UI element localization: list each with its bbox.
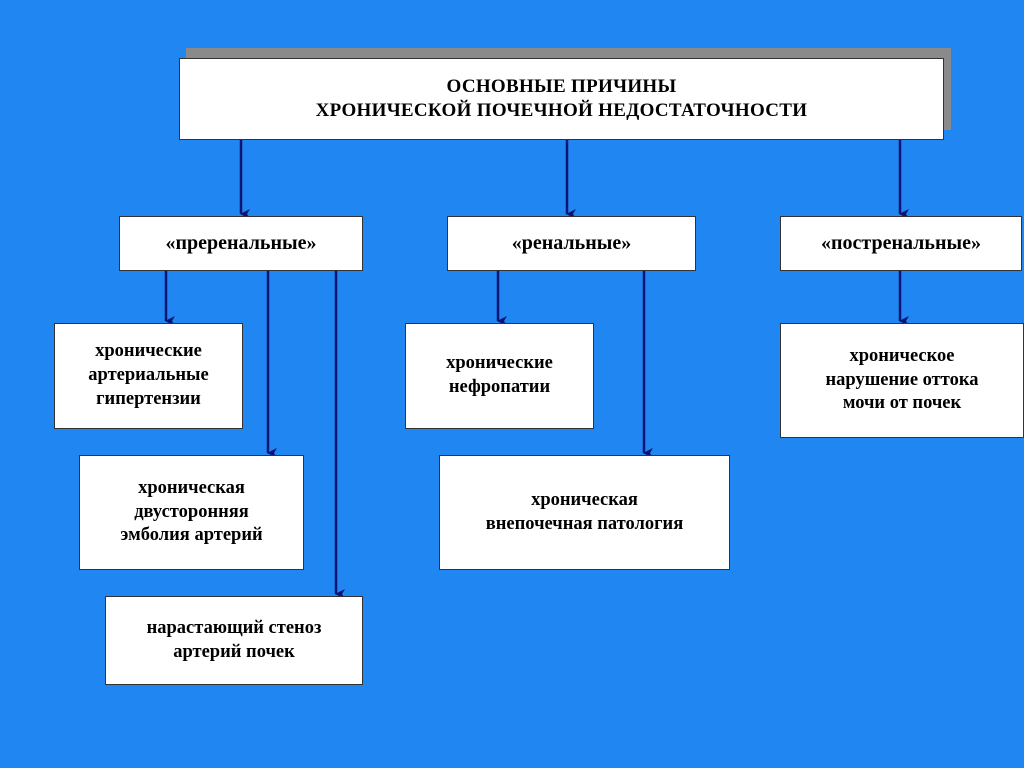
- cause-outflow-line-3: мочи от почек: [842, 393, 962, 414]
- title-line-1: ОСНОВНЫЕ ПРИЧИНЫ: [446, 75, 677, 97]
- cause-hypertension-line-1: хронические: [95, 341, 202, 362]
- cause-stenosis-line-1: нарастающий стеноз: [146, 617, 322, 638]
- cause-hypertension-line-2: артериальные: [88, 365, 209, 386]
- cause-nephropathy-box: хронические нефропатии: [405, 323, 594, 429]
- category-renal-box: «ренальные»: [447, 216, 696, 271]
- title-box: ОСНОВНЫЕ ПРИЧИНЫ ХРОНИЧЕСКОЙ ПОЧЕЧНОЙ НЕ…: [179, 58, 944, 140]
- cause-extrarenal-box: хроническая внепочечная патология: [439, 455, 730, 570]
- cause-nephropathy-line-1: хронические: [446, 353, 553, 374]
- category-renal-label: «ренальные»: [511, 231, 632, 254]
- cause-nephropathy-line-2: нефропатии: [448, 377, 551, 397]
- category-postrenal-label: «постренальные»: [821, 231, 981, 254]
- cause-hypertension-line-3: гипертензии: [96, 388, 201, 409]
- cause-outflow-line-2: нарушение оттока: [825, 369, 979, 390]
- cause-extrarenal-line-1: хроническая: [531, 489, 638, 510]
- cause-outflow-line-1: хроническое: [849, 345, 955, 366]
- category-prerenal-box: «преренальные»: [119, 216, 363, 271]
- cause-embolism-line-2: двусторонняя: [134, 501, 249, 522]
- cause-embolism-line-1: хроническая: [138, 477, 245, 498]
- cause-stenosis-line-2: артерий почек: [173, 641, 295, 662]
- cause-outflow-box: хроническое нарушение оттока мочи от поч…: [780, 323, 1024, 438]
- cause-embolism-box: хроническая двусторонняя эмболия артерий: [79, 455, 304, 570]
- cause-hypertension-box: хронические артериальные гипертензии: [54, 323, 243, 429]
- category-prerenal-label: «преренальные»: [165, 231, 317, 254]
- cause-stenosis-box: нарастающий стеноз артерий почек: [105, 596, 363, 685]
- cause-embolism-line-3: эмболия артерий: [120, 525, 263, 546]
- title-line-2: ХРОНИЧЕСКОЙ ПОЧЕЧНОЙ НЕДОСТАТОЧНОСТИ: [315, 100, 808, 121]
- category-postrenal-box: «постренальные»: [780, 216, 1022, 271]
- cause-extrarenal-line-2: внепочечная патология: [485, 513, 684, 534]
